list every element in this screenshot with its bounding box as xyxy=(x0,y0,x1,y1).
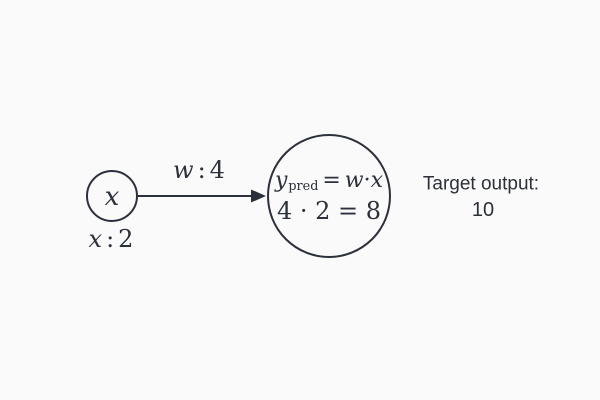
output-computation: 4 · 2 = 8 xyxy=(276,197,382,225)
formula-sub: pred xyxy=(288,179,319,195)
input-node-circle xyxy=(86,170,138,222)
input-node-label: x xyxy=(104,182,120,212)
input-value-label: x:2 xyxy=(89,227,134,251)
output-formula: ypred=w·x xyxy=(275,170,383,194)
input-value-num: 2 xyxy=(118,225,134,253)
target-output-value: 10 xyxy=(471,199,495,221)
edge-arrowhead-icon xyxy=(251,189,266,203)
formula-var: y xyxy=(274,168,288,194)
output-node-circle xyxy=(267,134,391,258)
formula-equals: = xyxy=(322,168,341,194)
formula-expr: w·x xyxy=(344,168,384,194)
input-value-var: x xyxy=(88,225,103,253)
target-output-label: Target output: xyxy=(422,173,540,195)
edge-weight-colon: : xyxy=(197,156,206,184)
edge-weight-label: w:4 xyxy=(173,158,225,182)
edge-weight-var: w xyxy=(173,156,194,184)
input-value-colon: : xyxy=(106,225,115,253)
edge-weight-num: 4 xyxy=(209,156,225,184)
